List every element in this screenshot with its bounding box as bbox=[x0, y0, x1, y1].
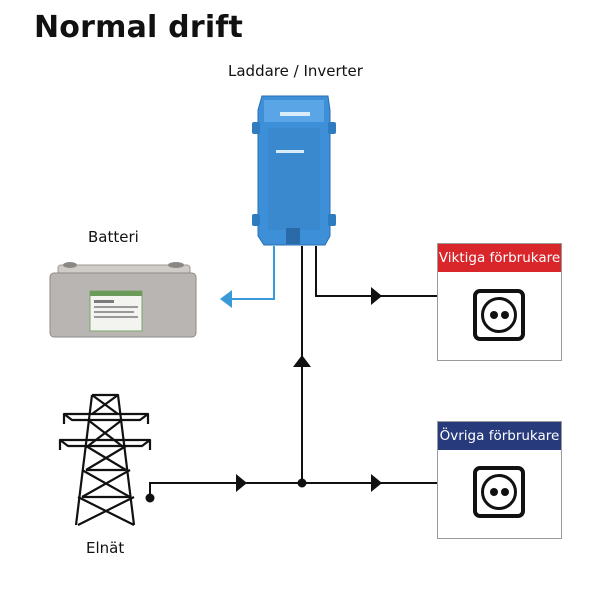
arrow-left-to-battery bbox=[220, 290, 232, 308]
power-outlet-icon bbox=[473, 289, 525, 341]
wire-inverter-to-important-loads bbox=[315, 246, 437, 297]
power-outlet-icon bbox=[473, 466, 525, 518]
grid-terminal bbox=[145, 493, 155, 503]
other-loads-label: Övriga förbrukare bbox=[438, 422, 561, 450]
important-loads-label: Viktiga förbrukare bbox=[438, 244, 561, 272]
other-loads-box: Övriga förbrukare bbox=[437, 421, 562, 539]
grid-label: Elnät bbox=[86, 539, 125, 557]
page-title: Normal drift bbox=[34, 10, 244, 45]
wire-grid-to-other-loads bbox=[149, 482, 437, 498]
wires bbox=[145, 246, 437, 503]
wire-inverter-to-battery bbox=[232, 246, 275, 300]
inverter-label: Laddare / Inverter bbox=[228, 62, 363, 80]
arrow-up-to-inverter bbox=[293, 355, 311, 367]
battery-device bbox=[49, 262, 197, 338]
important-loads-box: Viktiga förbrukare bbox=[437, 243, 562, 361]
power-tower-icon bbox=[58, 393, 152, 526]
battery-label: Batteri bbox=[88, 228, 139, 246]
arrow-right-grid bbox=[236, 474, 247, 492]
inverter-device bbox=[252, 95, 336, 246]
arrow-right-other-loads bbox=[371, 474, 382, 492]
arrow-right-important-loads bbox=[371, 287, 382, 305]
